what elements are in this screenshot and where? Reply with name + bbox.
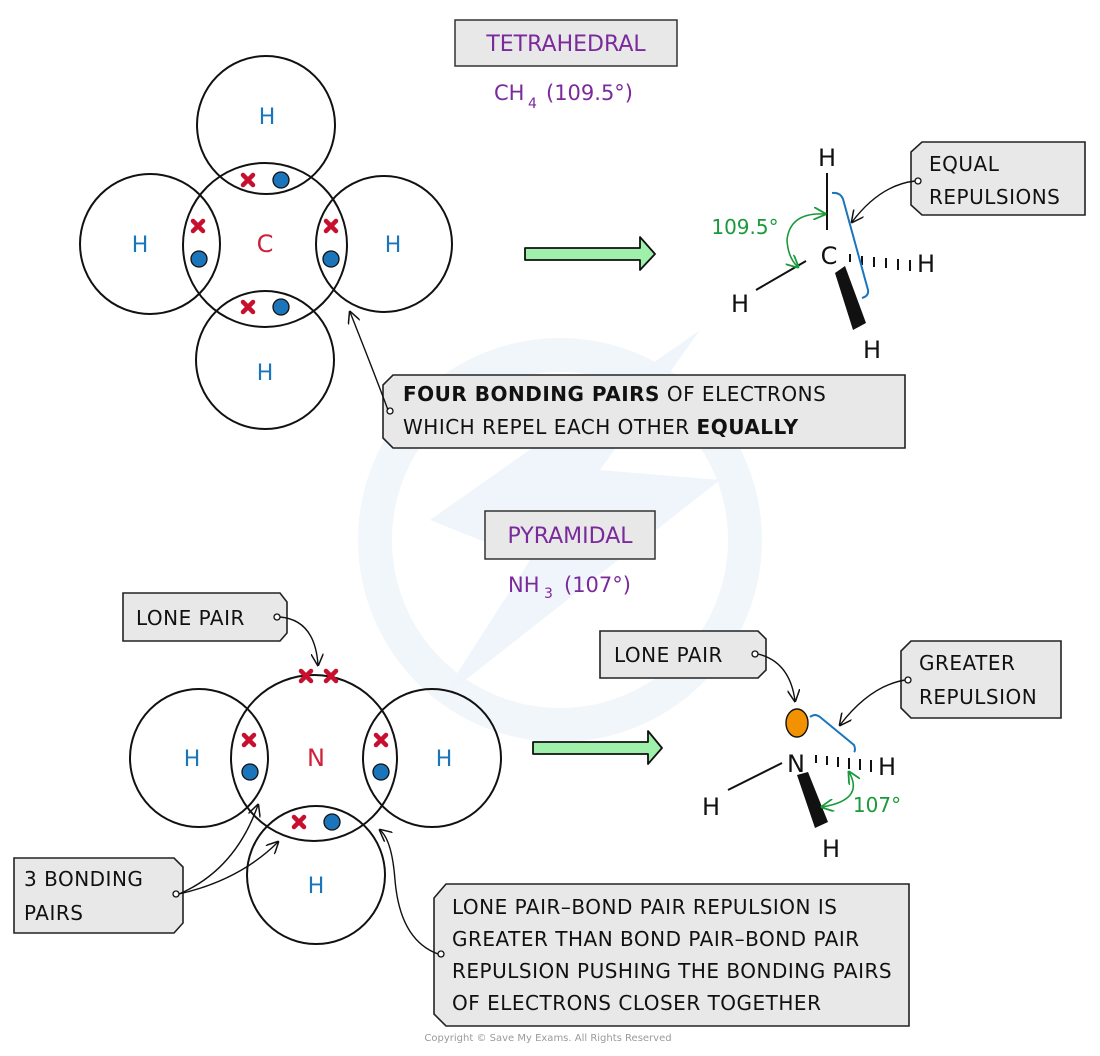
- electron-cross: [243, 302, 253, 312]
- wedge-bond-bottom: [835, 266, 866, 330]
- tag-main-line1: LONE PAIR–BOND PAIR REPULSION IS: [452, 895, 837, 919]
- atom-h-bottom: H: [257, 361, 274, 386]
- nitrogen-shell: [230, 674, 398, 842]
- tag-four-line1-rest: OF ELECTRONS: [660, 382, 826, 406]
- electron-dot: [272, 171, 290, 189]
- atom-h-left: H: [184, 747, 201, 772]
- tag-four-line2-rest: WHICH REPEL EACH OTHER: [403, 415, 697, 439]
- bond-left: [727, 762, 783, 791]
- electron-cross: [243, 175, 253, 185]
- angle-label-107: 107°: [853, 793, 901, 817]
- tag-four-line1: FOUR BONDING PAIRS OF ELECTRONS: [403, 382, 826, 406]
- tag-greater-line1: GREATER: [919, 651, 1015, 675]
- bond-left: [755, 260, 807, 291]
- structure-h-top: H: [818, 144, 836, 172]
- structure-h-left: H: [702, 793, 720, 821]
- tag-greater-line2: REPULSION: [919, 685, 1037, 709]
- atom-h-bottom: H: [308, 874, 325, 899]
- formula-nh-angle: (107°): [564, 573, 631, 597]
- tag-lone-pair-bond-pair: LONE PAIR–BOND PAIR REPULSION IS GREATER…: [380, 830, 910, 1027]
- structure-h-right: H: [917, 250, 935, 278]
- atom-c-center: C: [257, 230, 274, 258]
- electron-cross: [294, 817, 304, 827]
- tag-lone-pair-left: LONE PAIR: [122, 592, 318, 665]
- structure-h-right: H: [878, 753, 896, 781]
- atom-h-right: H: [436, 747, 453, 772]
- transform-arrow-2: [532, 730, 663, 765]
- tag-main-line2: GREATER THAN BOND PAIR–BOND PAIR: [452, 927, 860, 951]
- electron-dot: [241, 763, 259, 781]
- formula-nh-subscript: 3: [544, 586, 553, 602]
- tag-four-line2-bold: EQUALLY: [697, 415, 799, 439]
- tag-four-line1-bold: FOUR BONDING PAIRS: [403, 382, 660, 406]
- atom-h-left: H: [132, 233, 149, 258]
- electron-dot: [323, 813, 341, 831]
- atom-h-right: H: [385, 233, 402, 258]
- structure-h-left: H: [731, 290, 749, 318]
- electron-cross: [244, 735, 254, 745]
- structure-h-bottom: H: [863, 336, 881, 364]
- hashed-bond-right: [849, 254, 911, 271]
- electron-cross: [376, 735, 386, 745]
- wedge-bond-bottom: [797, 772, 828, 828]
- tag-bonding-line1: 3 BONDING: [24, 867, 143, 891]
- hydrogen-shell-right: [362, 688, 502, 828]
- tetrahedral-title: TETRAHEDRAL: [485, 32, 646, 57]
- copyright-notice: Copyright © Save My Exams. All Rights Re…: [424, 1033, 671, 1044]
- tag-four-line2: WHICH REPEL EACH OTHER EQUALLY: [403, 415, 799, 439]
- hashed-bond-right: [815, 755, 872, 772]
- tag-equal-repulsions: EQUAL REPULSIONS: [852, 141, 1086, 222]
- equal-repulsion-bracket: [831, 191, 870, 299]
- tag-bonding-line2: PAIRS: [24, 901, 83, 925]
- electron-dot: [190, 250, 208, 268]
- electron-dot: [322, 250, 340, 268]
- atom-n-center: N: [307, 744, 325, 772]
- angle-arc-107: [822, 772, 853, 807]
- atom-h-top: H: [259, 105, 276, 130]
- electron-dot: [272, 298, 290, 316]
- hydrogen-shell-right: [315, 175, 453, 313]
- tag-lone-pair-right: LONE PAIR: [599, 630, 795, 701]
- tag-greater-repulsion: GREATER REPULSION: [840, 640, 1062, 725]
- formula-ch: CH: [494, 81, 524, 105]
- angle-arc-109: [787, 214, 825, 267]
- tetrahedral-title-box: TETRAHEDRAL: [454, 19, 678, 67]
- hydrogen-shell-bottom: [195, 290, 335, 430]
- electron-dot: [372, 763, 390, 781]
- transform-arrow-1: [524, 236, 656, 271]
- hydrogen-shell-bottom: [246, 805, 386, 945]
- formula-ch-subscript: 4: [528, 96, 537, 112]
- tag-equal-line1: EQUAL: [929, 152, 1000, 176]
- tag-lone-pair-right-text: LONE PAIR: [614, 643, 723, 667]
- ch4-3d-structure: H C H H H 109.5°: [711, 144, 935, 364]
- pyramidal-formula: NH 3 (107°): [508, 573, 631, 602]
- pyramidal-title: PYRAMIDAL: [508, 524, 634, 549]
- structure-c-center: C: [821, 242, 838, 270]
- tag-main-line4: OF ELECTRONS CLOSER TOGETHER: [452, 991, 821, 1015]
- hydrogen-shell-top: [196, 55, 336, 195]
- tag-equal-line2: REPULSIONS: [929, 185, 1060, 209]
- ch4-dot-cross-diagram: H H H H C: [79, 55, 453, 430]
- tag-3-bonding-pairs: 3 BONDING PAIRS: [13, 805, 278, 934]
- tag-main-line3: REPULSION PUSHING THE BONDING PAIRS: [452, 959, 892, 983]
- tag-four-bonding-pairs: FOUR BONDING PAIRS OF ELECTRONS WHICH RE…: [350, 312, 906, 449]
- lone-pair-orbital: [785, 708, 809, 738]
- greater-repulsion-bracket: [809, 714, 856, 753]
- structure-h-bottom: H: [822, 835, 840, 863]
- pyramidal-title-box: PYRAMIDAL: [484, 510, 656, 560]
- tetrahedral-formula: CH 4 (109.5°): [494, 81, 633, 112]
- electron-cross: [193, 221, 203, 231]
- nh3-dot-cross-diagram: H H H N: [129, 671, 502, 945]
- carbon-shell: [182, 162, 348, 328]
- formula-nh: NH: [508, 573, 540, 597]
- hydrogen-shell-left: [79, 173, 221, 315]
- tag-lone-pair-left-text: LONE PAIR: [136, 606, 245, 630]
- electron-cross: [326, 221, 336, 231]
- angle-label-109: 109.5°: [711, 215, 778, 239]
- structure-n-center: N: [787, 750, 805, 778]
- formula-ch-angle: (109.5°): [546, 81, 633, 105]
- nh3-3d-structure: N H H H 107°: [702, 708, 901, 863]
- hydrogen-shell-left: [129, 688, 269, 828]
